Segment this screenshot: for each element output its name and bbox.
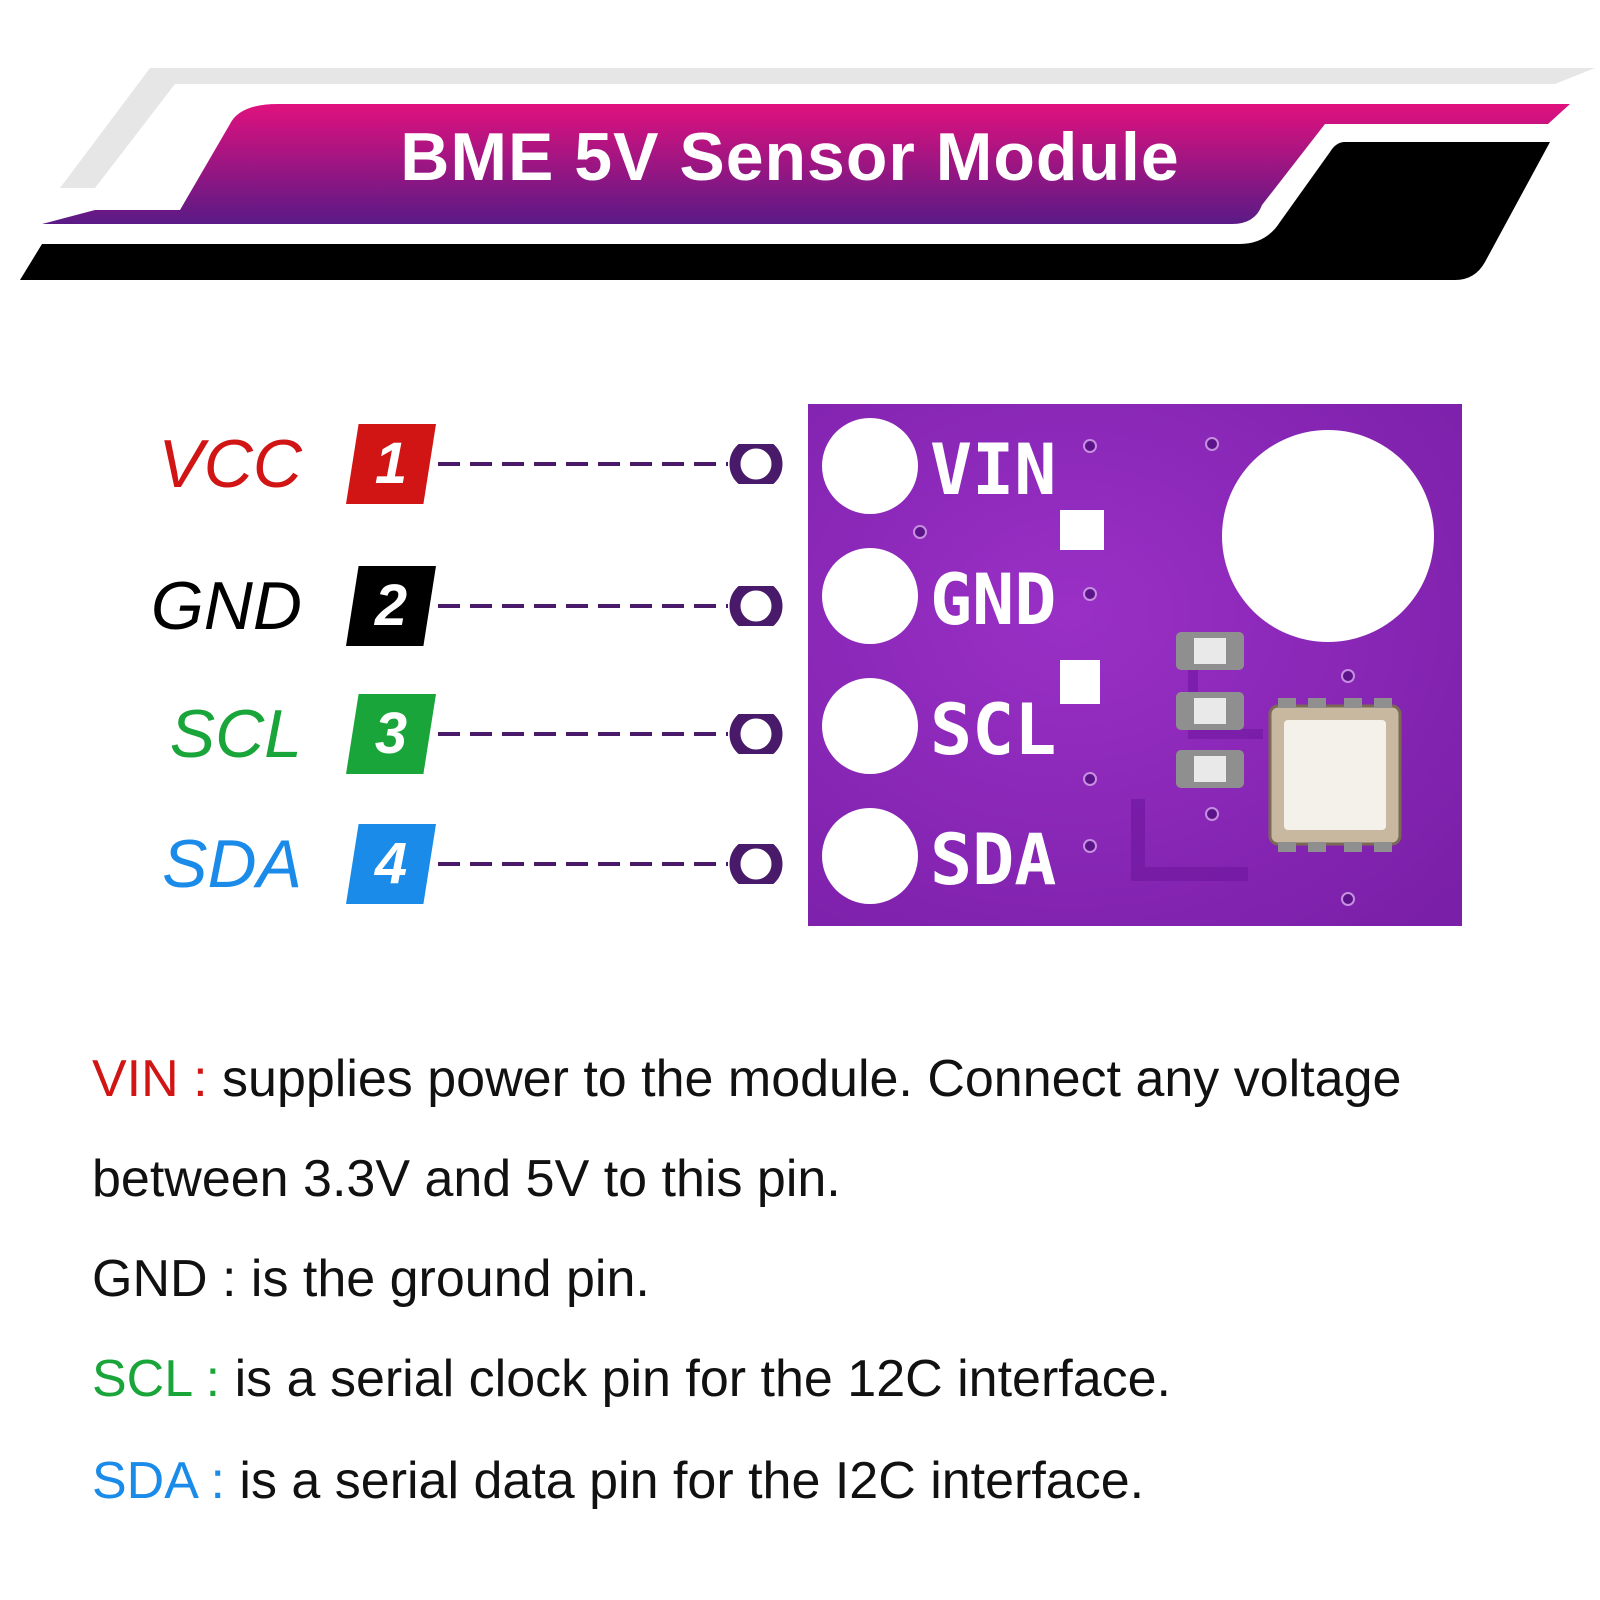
lead-terminal-icon xyxy=(729,444,783,484)
desc-key-vin: VIN : xyxy=(92,1050,208,1108)
desc-line-vin: VIN : supplies power to the module. Conn… xyxy=(92,1048,1552,1110)
desc-text-scl: is a serial clock pin for the 12C interf… xyxy=(220,1350,1172,1408)
lead-terminal-icon xyxy=(729,586,783,626)
silk-label-gnd: GND xyxy=(930,559,1056,641)
pin-hole-gnd xyxy=(822,548,918,644)
desc-line-gnd: GND : is the ground pin. xyxy=(92,1248,1552,1310)
lead-line-3 xyxy=(438,714,783,754)
desc-text-sda: is a serial data pin for the I2C interfa… xyxy=(224,1452,1145,1510)
pin-name-scl: SCL xyxy=(169,696,302,772)
desc-key-sda: SDA : xyxy=(92,1452,225,1510)
desc-line-scl: SCL : is a serial clock pin for the 12C … xyxy=(92,1348,1552,1410)
pin-name-vcc: VCC xyxy=(158,426,302,502)
pin-badge-4: 4 xyxy=(346,824,436,904)
desc-key-scl: SCL : xyxy=(92,1350,221,1408)
lead-line-4 xyxy=(438,844,783,884)
desc-line-sda: SDA : is a serial data pin for the I2C i… xyxy=(92,1450,1552,1512)
pin-name-sda: SDA xyxy=(162,826,302,902)
pin-name-gnd: GND xyxy=(150,568,302,644)
dark-stripe xyxy=(20,142,1550,280)
silk-label-vin: VIN xyxy=(930,429,1056,511)
sensor-board: VIN GND SCL SDA xyxy=(808,404,1462,926)
smd-components xyxy=(1176,632,1244,788)
mounting-hole xyxy=(1222,430,1434,642)
pin-hole-sda xyxy=(822,808,918,904)
pin-hole-vin xyxy=(822,418,918,514)
desc-key-gnd: GND : xyxy=(92,1250,237,1308)
pin-badge-3: 3 xyxy=(346,694,436,774)
desc-text-vin-cont: between 3.3V and 5V to this pin. xyxy=(92,1150,841,1208)
sensor-chip xyxy=(1268,698,1402,852)
silk-label-scl: SCL xyxy=(930,689,1056,771)
gradient-stripe xyxy=(42,104,1570,224)
desc-line-vin-cont: between 3.3V and 5V to this pin. xyxy=(92,1148,1552,1210)
desc-text-vin: supplies power to the module. Connect an… xyxy=(207,1050,1402,1108)
desc-text-gnd: is the ground pin. xyxy=(236,1250,650,1308)
pin-badge-1: 1 xyxy=(346,424,436,504)
lead-line-1 xyxy=(438,444,783,484)
title-banner xyxy=(20,68,1595,280)
pin-hole-scl xyxy=(822,678,918,774)
lead-terminal-icon xyxy=(729,714,783,754)
lead-terminal-icon xyxy=(729,844,783,884)
silk-label-sda: SDA xyxy=(930,819,1056,901)
lead-line-2 xyxy=(438,586,783,626)
light-stripe xyxy=(60,68,1595,188)
banner-title: BME 5V Sensor Module xyxy=(400,119,1180,195)
pin-badge-2: 2 xyxy=(346,566,436,646)
